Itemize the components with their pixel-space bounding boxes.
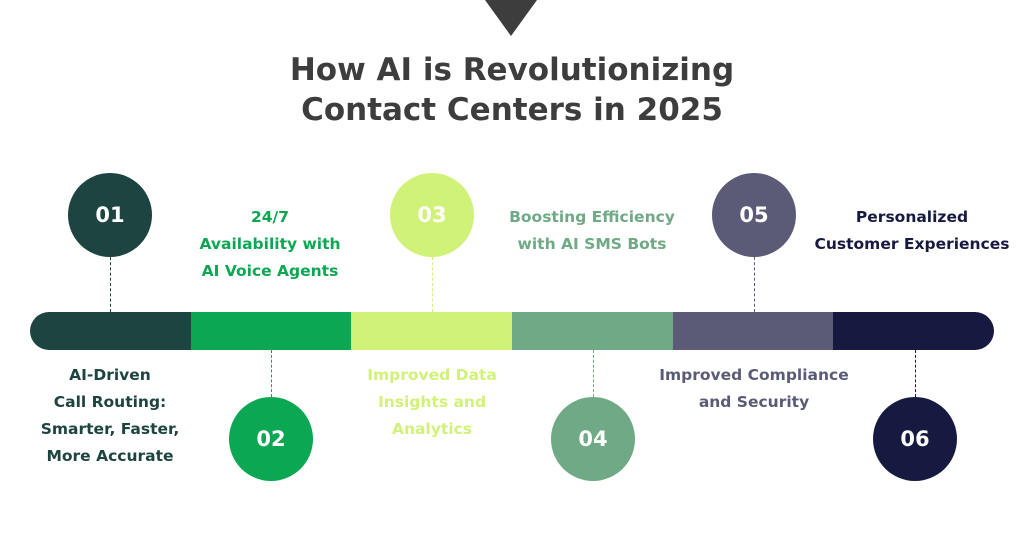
step-6-connector bbox=[915, 350, 916, 397]
step-5-number-circle: 05 bbox=[712, 173, 796, 257]
step-3-label-line-3: Analytics bbox=[391, 420, 473, 438]
infographic-title: How AI is Revolutionizing Contact Center… bbox=[0, 50, 1024, 130]
timeline-segment-3 bbox=[351, 312, 513, 350]
step-4-connector bbox=[593, 350, 594, 397]
step-1-label-line-1: AI-Driven bbox=[69, 366, 151, 384]
step-2-label-line-1: 24/7 bbox=[250, 208, 290, 226]
step-2-label-line-3: AI Voice Agents bbox=[201, 262, 339, 280]
step-3-label-line-1: Improved Data bbox=[367, 366, 497, 384]
step-5-label-line-2: and Security bbox=[698, 393, 810, 411]
step-5-number: 05 bbox=[739, 203, 769, 227]
step-5-connector bbox=[754, 257, 755, 312]
step-1-label-line-4: More Accurate bbox=[46, 447, 174, 465]
step-1-label-line-3: Smarter, Faster, bbox=[40, 420, 180, 438]
step-6-number-circle: 06 bbox=[873, 397, 957, 481]
step-4-number: 04 bbox=[578, 427, 608, 451]
step-5-label: Improved Compliance and Security bbox=[644, 362, 864, 416]
title-line-2: Contact Centers in 2025 bbox=[301, 92, 723, 128]
step-6-label-line-1: Personalized bbox=[855, 208, 969, 226]
timeline-segment-1 bbox=[30, 312, 191, 350]
timeline-bar bbox=[30, 312, 994, 350]
step-3-label: Improved Data Insights and Analytics bbox=[332, 362, 532, 443]
step-2-number: 02 bbox=[256, 427, 286, 451]
step-3-connector bbox=[432, 257, 433, 312]
step-2-label-line-2: Availability with bbox=[199, 235, 341, 253]
step-3-label-line-2: Insights and bbox=[377, 393, 487, 411]
step-4-label: Boosting Efficiency with AI SMS Bots bbox=[492, 204, 692, 258]
title-line-1: How AI is Revolutionizing bbox=[289, 52, 735, 88]
step-6-number: 06 bbox=[900, 427, 930, 451]
step-6-label: Personalized Customer Experiences bbox=[800, 204, 1024, 258]
step-2-connector bbox=[271, 350, 272, 397]
step-3-number-circle: 03 bbox=[390, 173, 474, 257]
timeline-segment-2 bbox=[190, 312, 352, 350]
step-5-label-line-1: Improved Compliance bbox=[659, 366, 849, 384]
timeline-segment-5 bbox=[672, 312, 834, 350]
step-6-label-line-2: Customer Experiences bbox=[814, 235, 1010, 253]
step-2-number-circle: 02 bbox=[229, 397, 313, 481]
step-4-label-line-2: with AI SMS Bots bbox=[517, 235, 667, 253]
step-3-number: 03 bbox=[417, 203, 447, 227]
step-2-label: 24/7 Availability with AI Voice Agents bbox=[170, 204, 370, 285]
step-1-number: 01 bbox=[95, 203, 125, 227]
step-1-label-line-2: Call Routing: bbox=[53, 393, 167, 411]
step-4-label-line-1: Boosting Efficiency bbox=[509, 208, 675, 226]
top-triangle-marker bbox=[485, 0, 537, 36]
step-1-label: AI-Driven Call Routing: Smarter, Faster,… bbox=[10, 362, 210, 470]
step-4-number-circle: 04 bbox=[551, 397, 635, 481]
step-1-number-circle: 01 bbox=[68, 173, 152, 257]
step-1-connector bbox=[110, 257, 111, 312]
timeline-segment-6 bbox=[833, 312, 994, 350]
timeline-segment-4 bbox=[512, 312, 673, 350]
